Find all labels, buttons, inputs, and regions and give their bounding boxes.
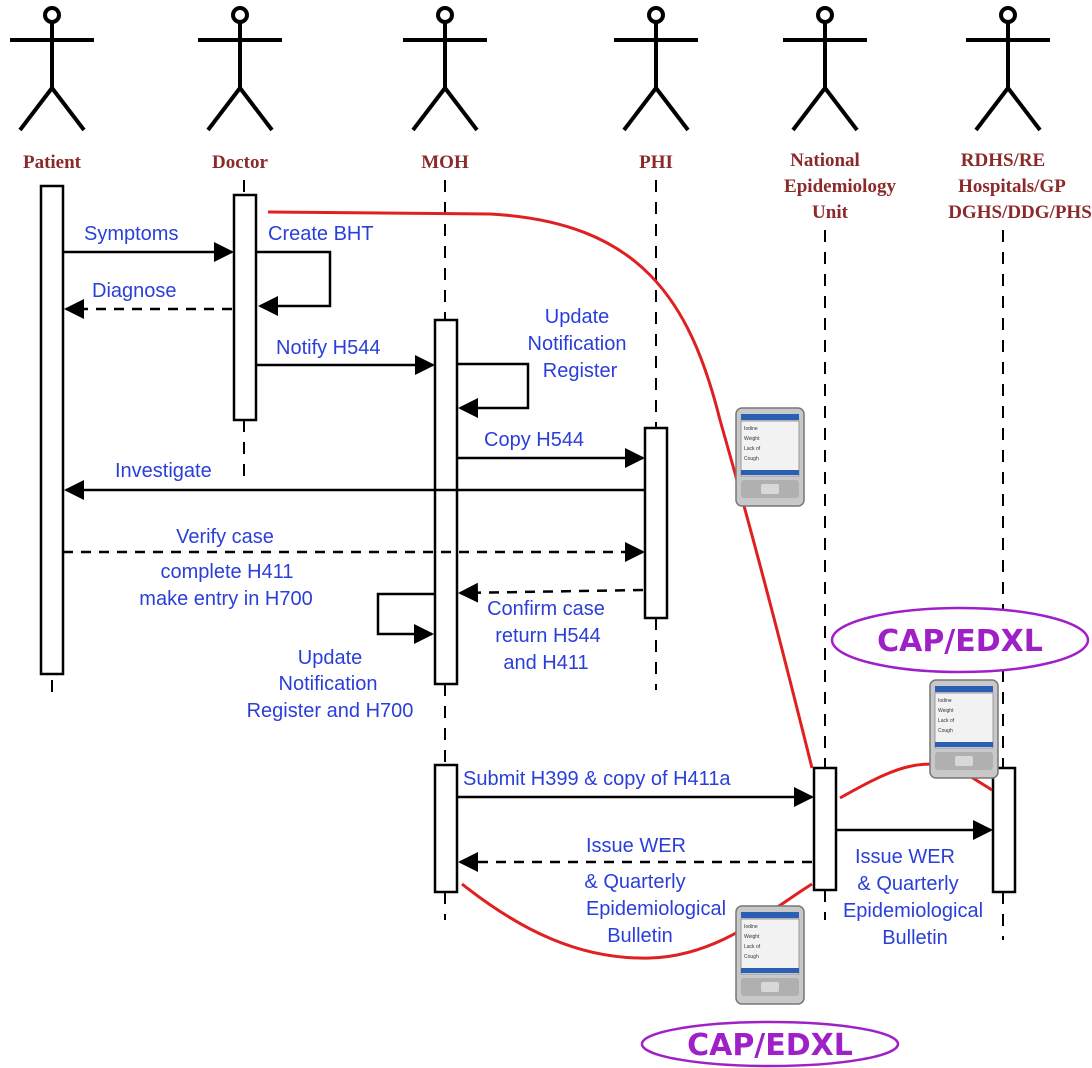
lifelines [51,180,1004,940]
label-verify-case-1: Verify case [176,526,274,548]
actor-label-rdhs-line1: RDHS/RE [961,150,1045,171]
actor-phi [614,6,698,132]
device-row: Cough [744,456,759,462]
device-row: Weight [744,934,760,940]
label-confirm-case-2: return H544 [495,625,601,647]
device-row: Iodine [744,426,758,432]
label-verify-case-3: make entry in H700 [139,588,312,610]
label-confirm-case-1: Confirm case [487,598,605,620]
stick-figure-icon [198,6,282,132]
label-verify-case-2: complete H411 [160,561,293,583]
label-notify-h544: Notify H544 [276,337,381,359]
actor-patient [10,6,94,132]
actor-label-neu-line1: National [790,150,860,171]
actor-label-neu-line2: Epidemiology [784,176,896,197]
actor-label-moh: MOH [421,152,469,173]
stick-figure-icon [614,6,698,132]
label-issue-wer-moh-4: Bulletin [607,925,673,947]
label-update-register-2: Notification [528,333,627,355]
device-row: Lack of [744,944,761,950]
label-diagnose: Diagnose [92,280,177,302]
label-update-register-3: Register [543,360,618,382]
activation-rdhs [991,766,1017,894]
actor-moh [403,6,487,132]
activation-bars [39,184,1017,894]
arrow-create-bht [256,250,332,316]
label-symptoms: Symptoms [84,223,178,245]
label-investigate: Investigate [115,460,212,482]
actor-label-patient: Patient [23,152,82,173]
actor-neu [783,6,867,132]
activation-moh [433,318,459,686]
device-row: Lack of [938,718,955,724]
label-issue-wer-moh-3: Epidemiological [586,898,726,920]
label-update-h700-2: Notification [279,673,378,695]
stick-figure-icon [403,6,487,132]
label-issue-wer-rdhs-2: & Quarterly [857,873,958,895]
pda-device-icon: Iodine Weight Lack of Cough [735,905,805,1005]
badge-bottom-text: CAP/EDXL [687,1028,853,1063]
cap-edxl-badge-top: CAP/EDXL [830,606,1090,674]
activation-phi [643,426,669,620]
actor-label-rdhs-line2: Hospitals/GP [958,176,1066,197]
label-create-bht: Create BHT [268,223,374,245]
device-row: Iodine [744,924,758,930]
actor-label-doctor: Doctor [212,152,268,173]
stick-figure-icon [966,6,1050,132]
label-copy-h544: Copy H544 [484,429,584,451]
device-row: Weight [744,436,760,442]
label-confirm-case-3: and H411 [503,652,588,674]
activation-neu [812,766,838,892]
label-issue-wer-rdhs-1: Issue WER [855,846,955,868]
label-issue-wer-rdhs-4: Bulletin [882,927,948,949]
actor-label-neu-line3: Unit [812,202,849,223]
device-row: Cough [744,954,759,960]
actor-label-phi: PHI [639,152,673,173]
label-update-register-1: Update [545,306,610,328]
label-issue-wer-moh-2: & Quarterly [584,871,685,893]
red-flow-doctor-to-neu [267,210,814,769]
badge-top-text: CAP/EDXL [877,624,1043,659]
device-row: Iodine [938,698,952,704]
cap-edxl-badge-bottom: CAP/EDXL [640,1020,900,1068]
activation-doctor [232,193,258,422]
stick-figure-icon [783,6,867,132]
pda-device-icon: Iodine Weight Lack of Cough [929,679,999,779]
pda-device-icon: Iodine Weight Lack of Cough [735,407,805,507]
label-issue-wer-rdhs-3: Epidemiological [843,900,983,922]
arrow-update-register [457,362,530,418]
actor-doctor [198,6,282,132]
stick-figure-icon [10,6,94,132]
actor-label-rdhs-line3: DGHS/DDG/PHS [948,202,1092,223]
actor-rdhs [966,6,1050,132]
label-update-h700-1: Update [298,647,363,669]
activation-moh-2 [433,763,459,894]
device-row: Lack of [744,446,761,452]
label-issue-wer-moh-1: Issue WER [586,835,686,857]
activation-patient [39,184,65,676]
device-row: Cough [938,728,953,734]
arrow-confirm-case [458,582,644,603]
label-submit-h399: Submit H399 & copy of H411a [463,768,731,790]
device-row: Weight [938,708,954,714]
label-update-h700-3: Register and H700 [247,700,414,722]
arrow-update-register-h700 [376,592,435,644]
